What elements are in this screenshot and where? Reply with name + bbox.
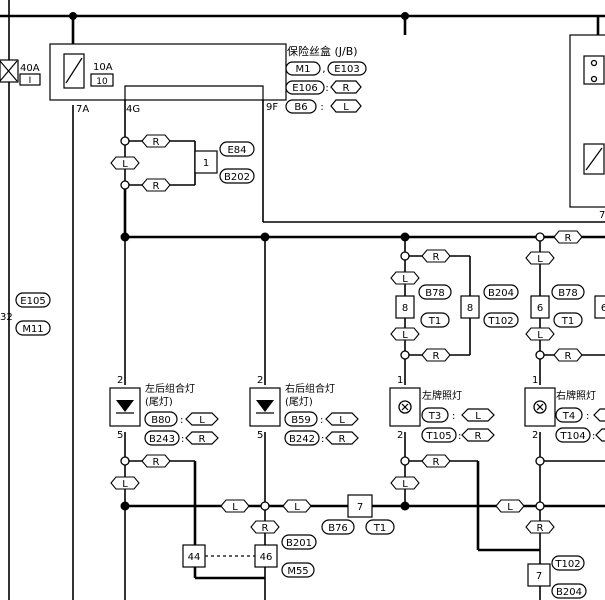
svg-text:B204: B204 [488, 288, 514, 299]
svg-text:T104: T104 [559, 431, 585, 442]
svg-text:32: 32 [0, 312, 13, 323]
svg-text:B243: B243 [149, 434, 175, 445]
svg-text:5: 5 [117, 430, 123, 441]
svg-text:T3: T3 [428, 411, 441, 422]
svg-text:B6: B6 [294, 102, 307, 113]
svg-text:7A: 7A [76, 104, 89, 115]
svg-text:R: R [199, 434, 206, 445]
svg-text:2: 2 [257, 375, 263, 386]
svg-text::: : [592, 431, 595, 442]
svg-text:B201: B201 [286, 538, 312, 549]
fuse-box-title: 保险丝盒 (J/B) [287, 44, 358, 58]
svg-text:I: I [29, 76, 32, 86]
svg-text:8: 8 [402, 303, 408, 314]
svg-text:E103: E103 [334, 64, 359, 75]
mid-connectors: 8 8 6 6 B78 T1 B204 T102 B78 T1 [395, 284, 605, 328]
lamp-left-license: 1 2 左牌照灯 T3 : L T105 : R [389, 375, 495, 443]
svg-text:(尾灯): (尾灯) [145, 396, 173, 408]
svg-text:1: 1 [532, 375, 538, 386]
fuse-box-connectors: M1 , E103 E106 : R B6 : L [285, 61, 367, 114]
svg-text:B204: B204 [556, 587, 582, 598]
svg-text:E105: E105 [20, 296, 45, 307]
left-connectors: 32 E105 M11 [0, 292, 51, 336]
svg-text:10: 10 [96, 77, 108, 87]
svg-text::: : [452, 411, 455, 422]
svg-text::: : [325, 83, 328, 94]
svg-text:6: 6 [601, 303, 605, 314]
svg-text:M1: M1 [296, 64, 311, 75]
svg-text:6: 6 [537, 303, 543, 314]
svg-text::: : [320, 102, 323, 113]
svg-text:T1: T1 [428, 316, 441, 327]
lamp-right-license: 1 2 右牌照灯 T4 : L T104 : R [524, 375, 605, 443]
svg-text:E84: E84 [227, 145, 246, 156]
svg-text:2: 2 [532, 430, 538, 441]
svg-text:B76: B76 [328, 523, 348, 534]
svg-text::: : [181, 434, 184, 445]
svg-text:B242: B242 [289, 434, 315, 445]
svg-text:T4: T4 [562, 411, 575, 422]
joint-connector: 1 E84 B202 [194, 141, 255, 184]
svg-text:5: 5 [257, 430, 263, 441]
svg-text:B78: B78 [558, 288, 578, 299]
svg-text:8: 8 [467, 303, 473, 314]
svg-text:L: L [339, 415, 345, 426]
svg-text:7: 7 [357, 502, 363, 513]
lamp-right-rear-combination: 2 5 右后组合灯 (尾灯) B59 : L B242 : R [249, 375, 359, 446]
svg-text:2: 2 [397, 430, 403, 441]
svg-text:40A: 40A [20, 63, 40, 74]
svg-text::: : [320, 415, 323, 426]
svg-text:B78: B78 [425, 288, 445, 299]
fuse-box: 10A 10 7A 4G 9F 保险丝盒 (J/B) [49, 43, 358, 115]
relay-block: 7 [569, 34, 605, 221]
svg-text:M55: M55 [287, 566, 308, 577]
svg-text:左后组合灯: 左后组合灯 [145, 382, 195, 395]
svg-text:T102: T102 [554, 559, 580, 570]
svg-text:46: 46 [260, 552, 273, 563]
lamp-left-rear-combination: 2 5 左后组合灯 (尾灯) B80 : L B243 : R [109, 375, 219, 446]
svg-text:R: R [475, 431, 482, 442]
svg-text:右后组合灯: 右后组合灯 [285, 382, 335, 395]
svg-text::: : [586, 411, 589, 422]
terminal-circles [120, 136, 545, 511]
svg-text:L: L [475, 411, 481, 422]
wire-color-tags [110, 134, 583, 535]
svg-text:,: , [322, 64, 325, 75]
svg-text:T105: T105 [425, 431, 451, 442]
svg-text:2: 2 [117, 375, 123, 386]
fusible-link: 40A I [0, 59, 41, 86]
svg-text:1: 1 [203, 158, 209, 169]
svg-text:(尾灯): (尾灯) [285, 396, 313, 408]
svg-text:T102: T102 [487, 316, 513, 327]
svg-text:M11: M11 [22, 324, 43, 335]
svg-text:右牌照灯: 右牌照灯 [556, 389, 596, 402]
svg-text:4G: 4G [126, 104, 140, 115]
svg-text:9F: 9F [266, 102, 278, 113]
svg-text:B202: B202 [224, 172, 250, 183]
svg-text:B80: B80 [151, 415, 171, 426]
svg-text:R: R [339, 434, 346, 445]
svg-text::: : [180, 415, 183, 426]
svg-text:T1: T1 [561, 316, 574, 327]
bottom-connectors: 7 B76 T1 44 46 B201 M55 7 T102 B204 [182, 494, 587, 599]
svg-text::: : [458, 431, 461, 442]
svg-text:1: 1 [397, 375, 403, 386]
splice-nodes [69, 12, 410, 511]
svg-text:7: 7 [599, 210, 605, 221]
svg-text:L: L [343, 102, 349, 113]
svg-text:左牌照灯: 左牌照灯 [422, 389, 462, 402]
svg-text:7: 7 [536, 571, 542, 582]
svg-text:R: R [343, 83, 350, 94]
svg-text:44: 44 [188, 552, 201, 563]
svg-text::: : [321, 434, 324, 445]
svg-text:10A: 10A [93, 62, 113, 73]
svg-text:E106: E106 [292, 83, 317, 94]
svg-text:T1: T1 [373, 523, 386, 534]
svg-text:B59: B59 [291, 415, 311, 426]
svg-text:L: L [199, 415, 205, 426]
